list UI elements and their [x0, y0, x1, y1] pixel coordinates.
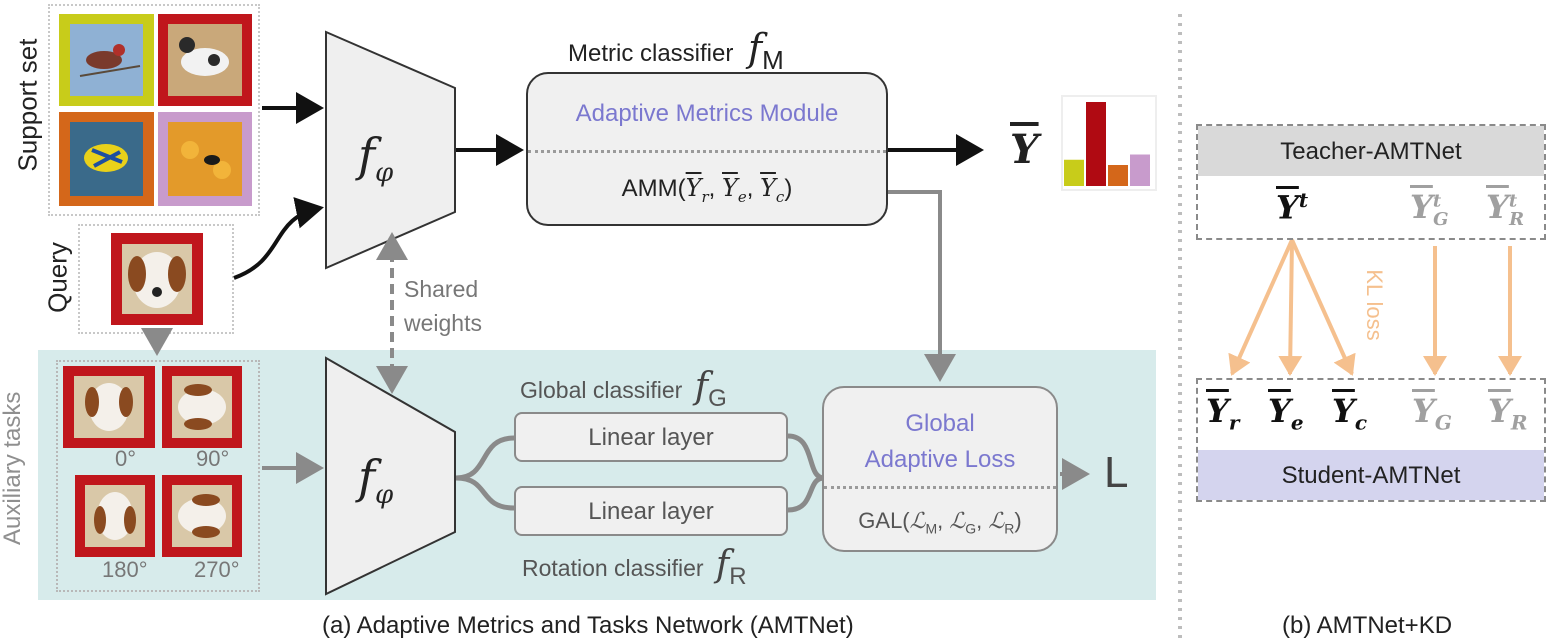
student-footer: [1198, 450, 1544, 500]
encoder-bottom-label: fφ: [358, 450, 394, 511]
encoder-top-label: fφ: [358, 128, 394, 189]
support-set-frame: [48, 4, 260, 216]
global-adaptive-loss: Global Adaptive Loss GAL(ℒM, ℒG, ℒR): [822, 386, 1058, 552]
teacher-header: [1198, 126, 1544, 176]
adaptive-metrics-module: Adaptive Metrics Module AMM(Yr, Ye, Yc): [526, 72, 888, 226]
output-bar-chart: [1061, 95, 1157, 191]
support-image-1: [59, 14, 154, 106]
loss-output-label: L: [1104, 448, 1129, 497]
support-set-label: Support set: [12, 38, 43, 172]
shared-weights-label: Shared weights: [404, 276, 482, 336]
linear-layer-global: Linear layer: [514, 412, 788, 462]
rotation-label-0: 0°: [115, 446, 137, 471]
output-bar-4: [1130, 154, 1150, 186]
rotation-label-270: 270°: [194, 557, 240, 582]
teacher-box: Teacher-AMTNet: [1196, 124, 1546, 240]
global-classifier-label: Global classifier fG: [520, 366, 727, 412]
output-bar-3: [1108, 165, 1128, 186]
student-output-yg: YG: [1412, 392, 1452, 435]
student-output-ye: Ye: [1268, 392, 1304, 435]
gal-title: Global Adaptive Loss: [864, 410, 1016, 473]
linear-layer-rotation-label: Linear layer: [588, 498, 714, 525]
rotation-classifier-label: Rotation classifier fR: [522, 544, 747, 590]
encoder-bottom: [325, 356, 456, 596]
rotated-image-0: [63, 366, 155, 448]
rotated-image-180: [75, 475, 155, 557]
support-image-4: [158, 112, 252, 206]
amm-formula: AMM(Yr, Ye, Yc): [621, 174, 793, 206]
auxiliary-tasks-label: Auxiliary tasks: [0, 391, 26, 545]
support-image-3: [59, 112, 154, 206]
teacher-output-y: Yt: [1276, 188, 1309, 227]
amm-title: Adaptive Metrics Module: [575, 100, 839, 127]
amm-divider: [528, 150, 886, 153]
rotated-image-90: [162, 366, 242, 448]
student-output-yc: Yc: [1332, 392, 1368, 435]
linear-layer-rotation: Linear layer: [514, 486, 788, 536]
rotation-label-90: 90°: [196, 446, 230, 471]
teacher-label: Teacher-AMTNet: [1280, 138, 1462, 165]
caption-b: (b) AMTNet+KD: [1282, 612, 1453, 639]
student-output-yr: Yr: [1206, 392, 1240, 435]
student-output-yrot: YR: [1488, 392, 1528, 435]
query-image: [111, 233, 203, 325]
output-y-hat: Y: [1010, 126, 1039, 173]
teacher-output-yr: YtR: [1486, 188, 1525, 231]
gal-divider: [824, 486, 1056, 489]
output-bar-2: [1086, 102, 1106, 186]
metric-classifier-label: Metric classifier fM: [568, 26, 784, 75]
linear-layer-global-label: Linear layer: [588, 424, 714, 451]
output-bar-1: [1064, 159, 1084, 186]
query-label: Query: [42, 242, 73, 313]
rotated-image-270: [162, 475, 242, 557]
kl-loss-label: KL loss: [1362, 269, 1387, 341]
teacher-output-yg: YtG: [1410, 188, 1449, 231]
student-box: Student-AMTNet: [1196, 378, 1546, 502]
support-image-2: [158, 14, 252, 106]
gal-formula: GAL(ℒM, ℒG, ℒR): [858, 508, 1022, 537]
rotation-images-frame: [56, 360, 260, 592]
encoder-top: [325, 30, 456, 270]
rotation-label-180: 180°: [102, 557, 148, 582]
caption-a: (a) Adaptive Metrics and Tasks Network (…: [322, 612, 854, 639]
student-label: Student-AMTNet: [1281, 462, 1461, 489]
